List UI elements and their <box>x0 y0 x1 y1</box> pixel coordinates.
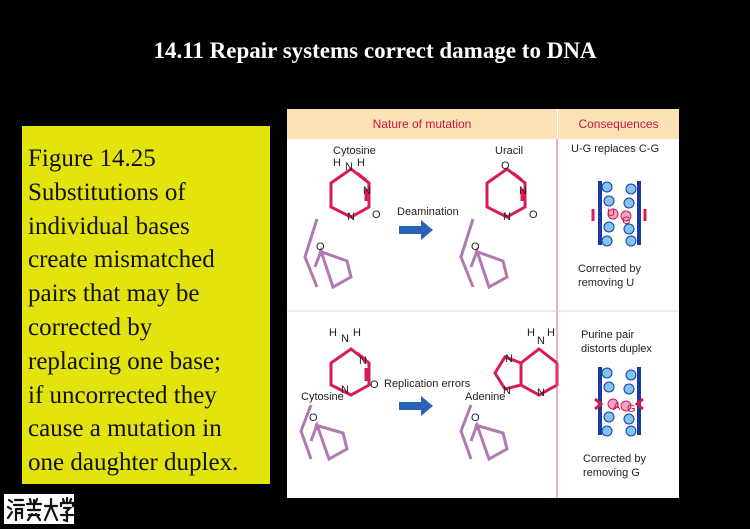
atom-label: O <box>309 412 318 424</box>
caption-line: pairs that may be <box>28 280 200 308</box>
mismatch-u-label: U <box>607 207 615 219</box>
atom-label: H <box>333 157 341 169</box>
sugar-backbone-bottom-left <box>299 404 349 462</box>
label-uracil: Uracil <box>495 145 524 157</box>
atom-label: H <box>329 327 337 339</box>
sugar-backbone-bottom-right <box>459 404 509 462</box>
sugar-backbone-top-right <box>459 218 509 290</box>
arrow-icon <box>399 220 433 240</box>
atom-label: N <box>359 355 367 367</box>
mismatch-g-label: G <box>622 215 631 227</box>
mismatch-g-label-bottom: G <box>627 403 636 415</box>
atom-label: N <box>503 385 511 397</box>
atom-label: O <box>372 209 381 221</box>
caption-line: one daughter duplex. <box>28 449 239 477</box>
arrow-icon <box>399 396 433 416</box>
atom-label: O <box>471 241 480 253</box>
header-consequences: Consequences <box>558 109 679 139</box>
caption-line: create mismatched <box>28 246 215 274</box>
caption-line: replacing one base; <box>28 347 221 375</box>
label-cytosine-top: Cytosine <box>333 145 376 157</box>
caption-line: Figure 14.25 <box>28 145 156 172</box>
atom-label: H <box>353 327 361 339</box>
caption-line: cause a mutation in <box>28 415 222 443</box>
atom-label: O <box>471 412 480 424</box>
tsinghua-university-logo-icon <box>4 494 75 524</box>
caption-line: individual bases <box>28 212 190 240</box>
atom-label: O <box>501 160 510 172</box>
uracil-molecule-top <box>485 167 527 219</box>
atom-label: N <box>345 161 353 173</box>
sugar-backbone-top-left <box>303 218 353 290</box>
caption-line: if uncorrected they <box>28 381 217 409</box>
caption-line: corrected by <box>28 313 153 341</box>
corrected-top-line2: removing U <box>578 277 635 289</box>
label-replication-errors: Replication errors <box>384 378 471 390</box>
atom-label: N <box>505 353 513 365</box>
atom-label: O <box>370 379 379 391</box>
consequence-bottom-line2: distorts duplex <box>581 343 652 355</box>
label-cytosine-bottom: Cytosine <box>301 391 344 403</box>
atom-label: N <box>503 211 511 223</box>
consequence-top: U-G replaces C-G <box>571 143 660 155</box>
corrected-bottom-line2: removing G <box>583 467 640 479</box>
atom-label: N <box>347 211 355 223</box>
slide-title: 14.11 Repair systems correct damage to D… <box>153 38 597 63</box>
cytosine-molecule-top <box>329 167 371 219</box>
atom-label: N <box>363 185 371 197</box>
atom-label: N <box>537 335 545 347</box>
atom-label: O <box>316 241 325 253</box>
label-adenine: Adenine <box>465 391 506 403</box>
atom-label: N <box>519 185 527 197</box>
cytosine-molecule-bottom <box>329 347 371 397</box>
atom-label: H <box>547 327 555 339</box>
corrected-top-line1: Corrected by <box>578 263 641 275</box>
atom-label: N <box>341 333 349 345</box>
mismatch-a-label: A <box>613 401 621 413</box>
atom-label: H <box>357 157 365 169</box>
atom-label: H <box>527 327 535 339</box>
mutation-diagram: Nature of mutation Consequences Cytosine… <box>287 109 679 498</box>
label-deamination: Deamination <box>397 206 459 218</box>
caption-line: Substitutions of <box>28 178 186 206</box>
header-nature-of-mutation: Nature of mutation <box>287 109 557 139</box>
atom-label: N <box>537 387 545 399</box>
consequence-bottom-line1: Purine pair <box>581 329 635 341</box>
duplex-bottom <box>594 367 644 437</box>
atom-label: O <box>529 209 538 221</box>
diagram-drawing <box>287 139 679 498</box>
figure-caption: Figure 14.25 Substitutions of individual… <box>22 126 270 484</box>
duplex-top <box>591 181 647 247</box>
corrected-bottom-line1: Corrected by <box>583 453 646 465</box>
atom-label: N <box>341 384 349 396</box>
